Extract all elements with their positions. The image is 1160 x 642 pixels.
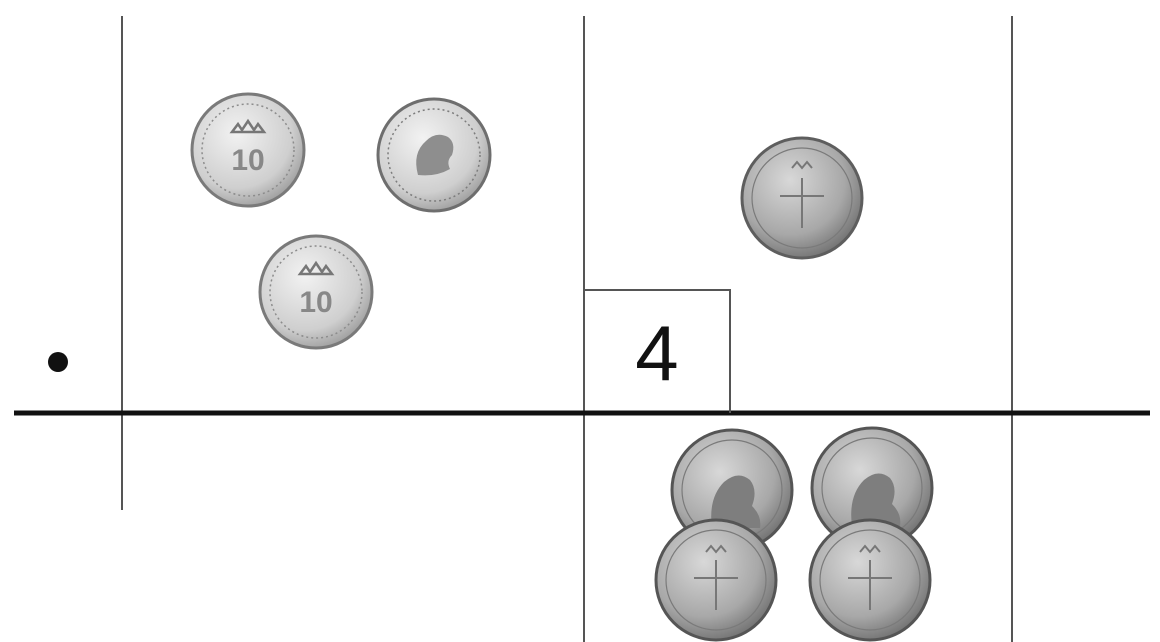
coin-1-krona-sverige-bottom-1 [656,520,776,640]
coin-1-krona-sverige-top [742,138,862,258]
svg-text:10: 10 [231,144,264,177]
svg-text:10: 10 [299,286,332,319]
number-box-value: 4 [635,309,678,397]
number-box: 4 [584,290,730,413]
coin-1-krona-sverige-bottom-2 [810,520,930,640]
coin-10-ore-crown-2: 10 [260,236,372,348]
bullet-dot [48,352,68,372]
coin-10-ore-crown-1: 10 [192,94,304,206]
coin-10-ore-profile [378,99,490,211]
